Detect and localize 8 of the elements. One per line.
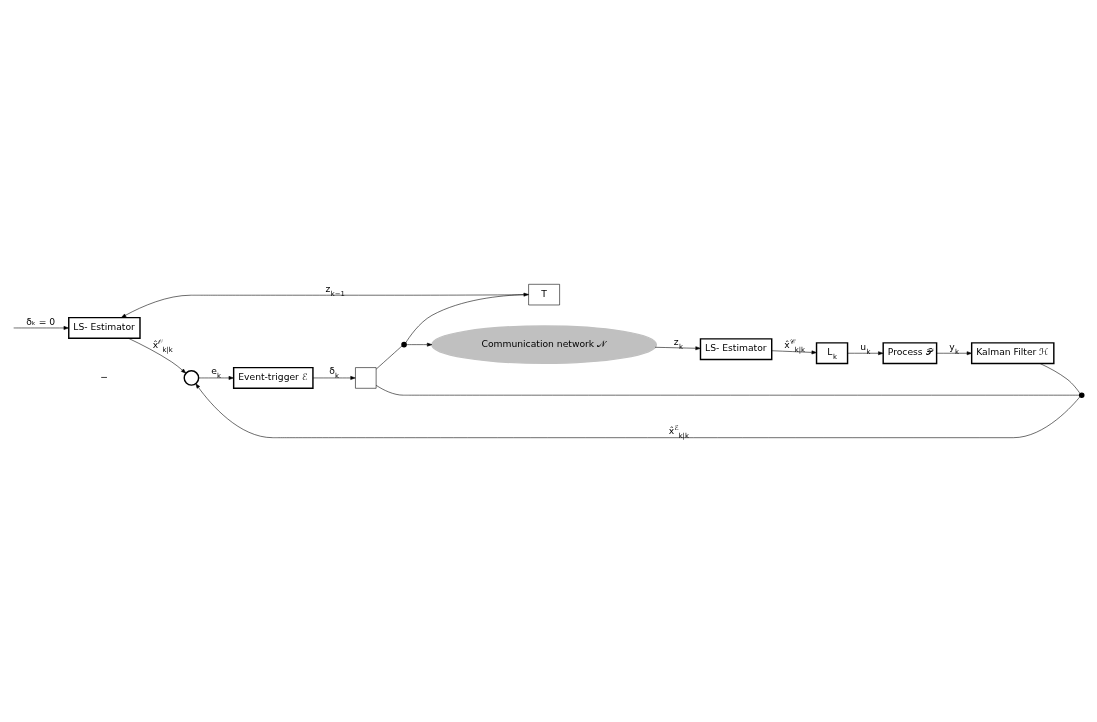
edge-label: z$_{k−1}$ <box>325 282 345 298</box>
edge-label: δₖ = 0 <box>26 315 56 327</box>
label: − <box>100 371 109 383</box>
edge-label: z$_{k}$ <box>673 335 683 351</box>
edge-label: y$_{k}$ <box>949 340 959 356</box>
edge-label: e$_{k}$ <box>211 365 221 381</box>
edge-label: u$_{k}$ <box>860 340 871 356</box>
edge-label: δ$_{k}$ <box>329 365 340 381</box>
